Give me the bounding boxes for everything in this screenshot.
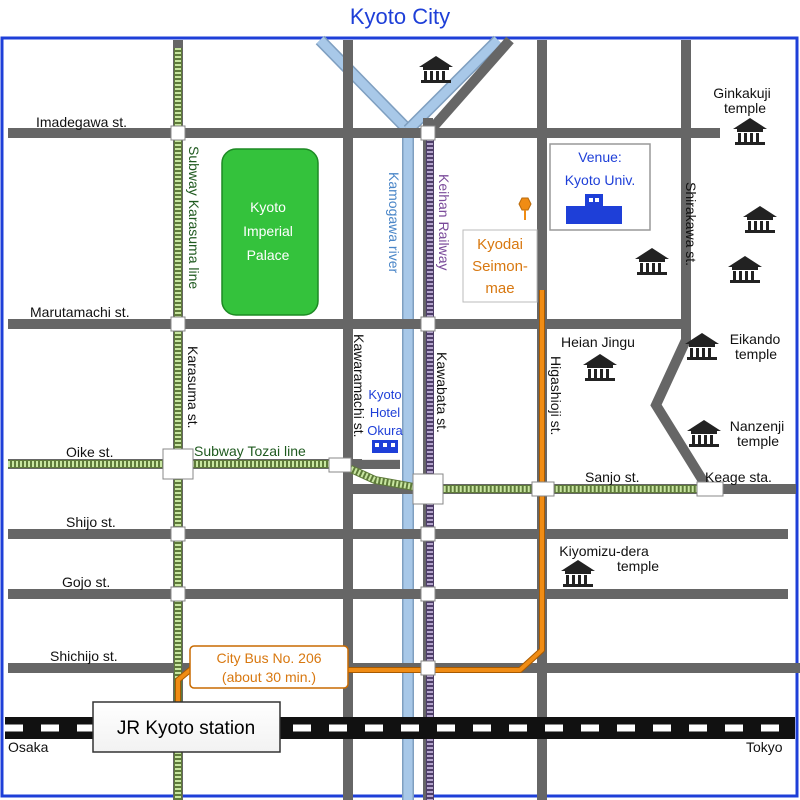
bus-stop-icon xyxy=(518,197,532,220)
ginkakuji-line-1: Ginkakuji xyxy=(713,85,771,101)
eikando-line-2: temple xyxy=(735,346,777,362)
bus-duration: (about 30 min.) xyxy=(222,669,316,685)
street-label-imadegawa: Imadegawa st. xyxy=(36,114,127,130)
street-label-gojo: Gojo st. xyxy=(62,574,110,590)
venue-label: Venue: xyxy=(578,149,622,165)
street-label-shirakawa: Shirakawa st. xyxy=(683,182,699,266)
jr-station-label: JR Kyoto station xyxy=(117,718,255,739)
venue-box: Venue: Kyoto Univ. xyxy=(549,143,651,231)
subway-tozai-label: Subway Tozai line xyxy=(194,443,306,459)
palace-line-3: Palace xyxy=(247,247,290,263)
street-label-oike: Oike st. xyxy=(66,444,113,460)
palace-line-2: Imperial xyxy=(243,223,293,239)
ginkakuji-line-2: temple xyxy=(724,100,766,116)
nanzenji-line-2: temple xyxy=(737,433,779,449)
keihan-railway-label: Keihan Railway xyxy=(436,174,452,271)
eikando-line-1: Eikando xyxy=(730,331,781,347)
street-label-shijo: Shijo st. xyxy=(66,514,116,530)
seimon-mae-box: Kyodai Seimon- mae xyxy=(462,229,538,303)
nanzenji-line-1: Nanzenji xyxy=(730,418,784,434)
subway-karasuma-label: Subway Karasuma line xyxy=(186,146,202,289)
kiyomizu-line-1: Kiyomizu-dera xyxy=(559,543,649,559)
street-label-marutamachi: Marutamachi st. xyxy=(30,304,130,320)
street-label-higashioji: Higashioji st. xyxy=(548,356,564,435)
seimon-line-3: mae xyxy=(485,280,514,297)
venue-name: Kyoto Univ. xyxy=(565,172,636,188)
kamogawa-river-label: Kamogawa river xyxy=(386,172,402,273)
street-label-karasuma: Karasuma st. xyxy=(185,346,201,428)
seimon-line-1: Kyodai xyxy=(477,236,523,253)
keage-station-label: Keage sta. xyxy=(705,469,772,485)
street-label-kawabata: Kawabata st. xyxy=(434,352,450,433)
palace-line-1: Kyoto xyxy=(250,199,286,215)
jr-kyoto-station-box: JR Kyoto station xyxy=(92,701,281,753)
university-building-icon xyxy=(566,194,622,224)
imperial-palace-area xyxy=(221,148,319,316)
hotel-line-1: Kyoto xyxy=(368,387,401,402)
hotel-line-3: Okura xyxy=(367,423,403,438)
heian-jingu-label: Heian Jingu xyxy=(561,334,635,350)
osaka-label: Osaka xyxy=(8,739,49,755)
street-label-shichijo: Shichijo st. xyxy=(50,648,118,664)
street-label-sanjo: Sanjo st. xyxy=(585,469,639,485)
bus-info-box: City Bus No. 206 (about 30 min.) xyxy=(189,645,349,689)
map-title: Kyoto City xyxy=(349,4,451,29)
hotel-building-icon xyxy=(372,440,398,453)
seimon-line-2: Seimon- xyxy=(472,258,528,275)
hotel-line-2: Hotel xyxy=(370,405,400,420)
kiyomizu-line-2: temple xyxy=(617,558,659,574)
station-junctions xyxy=(162,125,724,676)
bus-name: City Bus No. 206 xyxy=(216,650,321,666)
street-label-kawaramachi: Kawaramachi st. xyxy=(351,334,367,437)
tokyo-label: Tokyo xyxy=(746,739,783,755)
subway-tozai-line xyxy=(8,460,705,493)
